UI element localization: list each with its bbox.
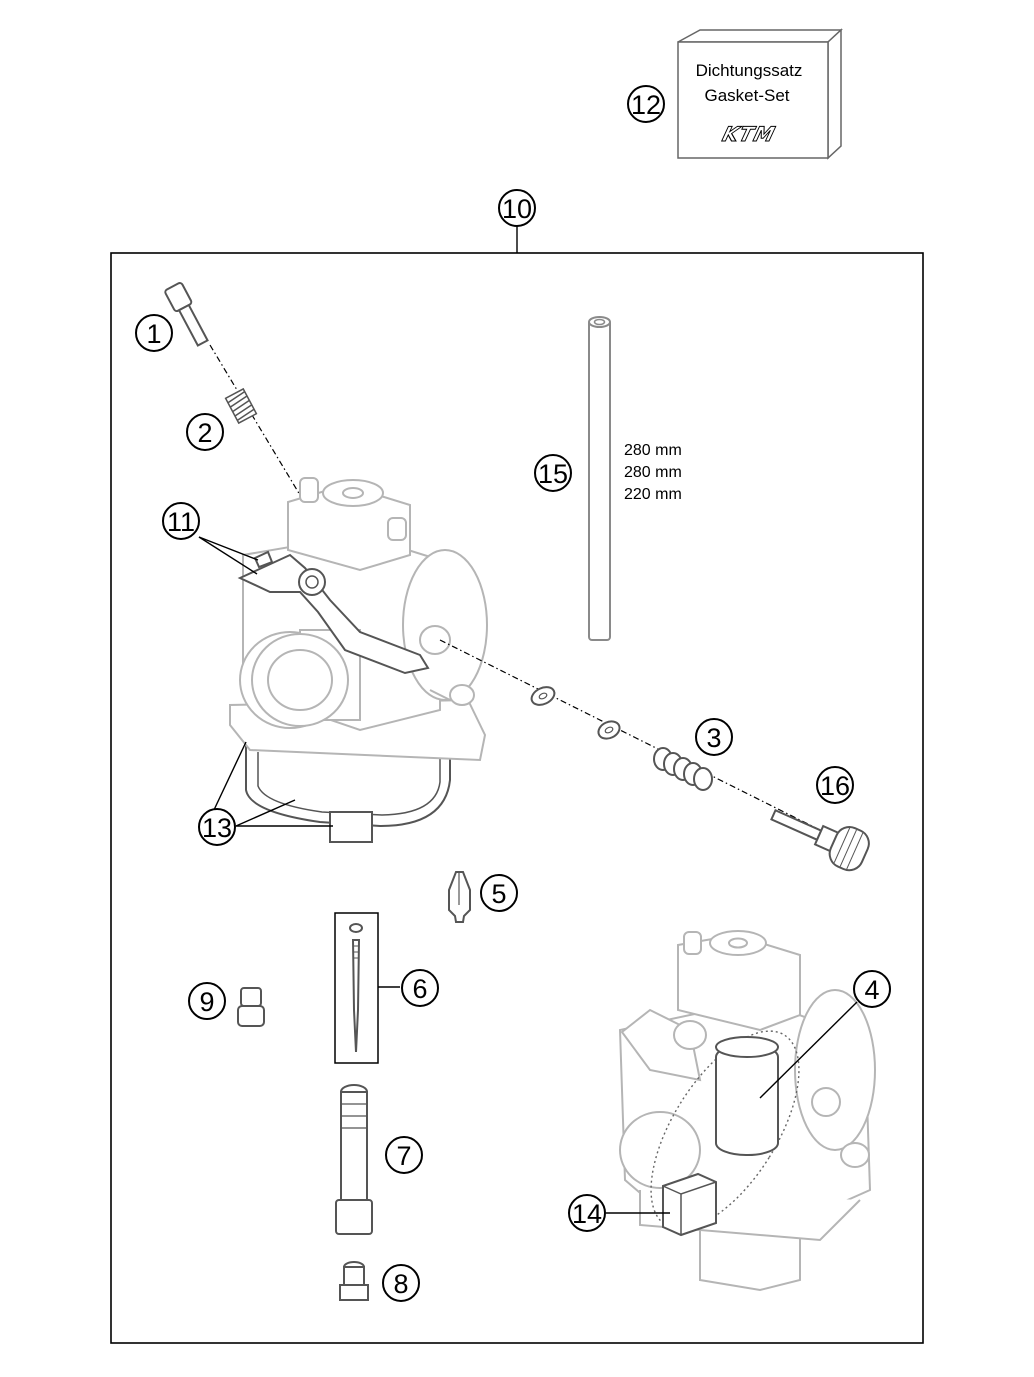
hose-length-2: 280 mm (624, 464, 682, 481)
jet-needle-icon (334, 912, 379, 1064)
callout-10: 10 (498, 189, 536, 227)
callout-7: 7 (385, 1136, 423, 1174)
callout-2: 2 (186, 413, 224, 451)
throttle-slide-icon (715, 1036, 779, 1156)
callout-5: 5 (480, 874, 518, 912)
hose-length-3: 220 mm (624, 486, 682, 503)
leader-lines (198, 536, 858, 1214)
svg-text:6: 6 (412, 974, 427, 1004)
vent-hose: 280 mm 280 mm 220 mm (588, 316, 682, 641)
needle-jet-icon (335, 1084, 373, 1235)
callout-14: 14 (568, 1194, 606, 1232)
carburetor-body-icon (229, 477, 488, 843)
callout-13: 13 (198, 808, 236, 846)
svg-text:3: 3 (706, 723, 721, 753)
svg-text:1: 1 (146, 319, 161, 349)
svg-text:5: 5 (491, 879, 506, 909)
gasket-set-label-de: Dichtungssatz (696, 61, 803, 80)
callout-6: 6 (401, 969, 439, 1007)
svg-text:14: 14 (572, 1199, 602, 1229)
callout-8: 8 (382, 1264, 420, 1302)
svg-text:8: 8 (393, 1269, 408, 1299)
idle-screw-icon (770, 808, 870, 872)
filter-block-icon (662, 1172, 717, 1237)
callout-3: 3 (695, 718, 733, 756)
svg-text:4: 4 (864, 975, 879, 1005)
float-needle-icon (448, 871, 471, 923)
svg-text:11: 11 (167, 507, 195, 537)
svg-text:15: 15 (538, 459, 568, 489)
svg-text:16: 16 (820, 771, 850, 801)
main-jet-icon (237, 987, 265, 1027)
highlight-oval (650, 1030, 800, 1230)
ktm-logo: KTM (720, 122, 778, 146)
callout-4: 4 (853, 970, 891, 1008)
callout-9: 9 (188, 982, 226, 1020)
gasket-set-label-en: Gasket-Set (704, 86, 789, 105)
pilot-jet-icon (339, 1261, 369, 1301)
idle-spring-icon (653, 747, 713, 791)
svg-text:13: 13 (202, 813, 232, 843)
callout-16: 16 (816, 766, 854, 804)
callout-11: 11 (162, 502, 200, 540)
callout-12: 12 (627, 85, 665, 123)
assembly-frame (110, 225, 924, 1344)
callout-1: 1 (135, 314, 173, 352)
svg-text:7: 7 (396, 1141, 411, 1171)
gasket-set-box: Dichtungssatz Gasket-Set KTM (677, 28, 843, 160)
callout-15: 15 (534, 454, 572, 492)
svg-text:10: 10 (502, 194, 532, 224)
washer-icon (530, 686, 621, 740)
hose-length-1: 280 mm (624, 442, 682, 459)
spring-icon (224, 387, 258, 425)
svg-text:2: 2 (197, 418, 212, 448)
svg-text:9: 9 (199, 987, 214, 1017)
svg-text:12: 12 (631, 90, 661, 120)
screw-icon (164, 282, 209, 347)
